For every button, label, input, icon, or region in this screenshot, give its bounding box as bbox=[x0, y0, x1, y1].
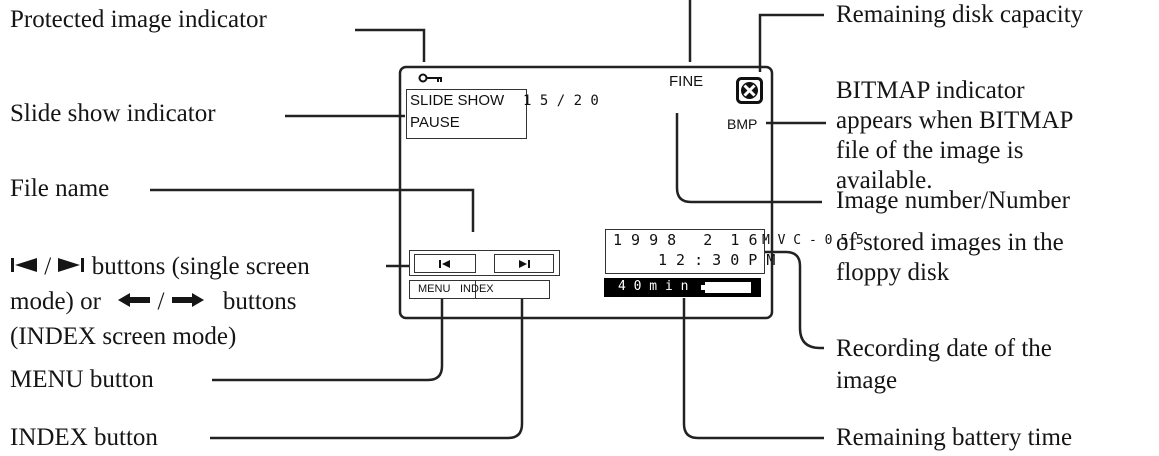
next-button[interactable] bbox=[494, 254, 554, 273]
label-imgnum-2: of stored images in the bbox=[836, 229, 1064, 256]
index-button[interactable] bbox=[475, 280, 550, 299]
recording-time: 1 2 : 3 0 P M bbox=[658, 251, 776, 269]
label-bitmap-4: available. bbox=[836, 167, 933, 194]
label-buttons-line2: mode) or / buttons bbox=[10, 288, 297, 315]
slideshow-indicator bbox=[406, 89, 527, 139]
index-button-label: INDEX bbox=[460, 283, 494, 295]
leader-filename bbox=[150, 188, 475, 232]
label-buttons-text2b: buttons bbox=[222, 288, 297, 315]
battery-indicator: 4 0 m i n bbox=[604, 278, 761, 297]
label-buttons-text1: buttons (single screen bbox=[91, 253, 310, 280]
next-icon bbox=[519, 260, 530, 268]
pause-text: PAUSE bbox=[410, 114, 460, 131]
quality-fine: FINE bbox=[669, 73, 704, 90]
prev-icon bbox=[439, 260, 450, 268]
slideshow-text: SLIDE SHOW bbox=[410, 92, 505, 109]
recording-date: 1 9 9 8 2 1 6 bbox=[613, 231, 758, 249]
leader-protected bbox=[355, 28, 426, 62]
disk-icon bbox=[736, 77, 763, 104]
battery-time: 4 0 m i n bbox=[618, 279, 689, 294]
label-bitmap-2: appears when BITMAP bbox=[836, 107, 1074, 134]
label-index: INDEX button bbox=[10, 424, 158, 451]
leader-index bbox=[210, 298, 524, 440]
label-recdate-1: Recording date of the bbox=[836, 335, 1052, 362]
right-arrow-icon bbox=[171, 293, 204, 308]
leader-menu bbox=[212, 298, 444, 382]
menu-button-label: MENU bbox=[418, 283, 451, 295]
leader-recdate bbox=[764, 250, 824, 350]
label-recdate-2: image bbox=[836, 367, 898, 394]
prev-button[interactable] bbox=[414, 254, 476, 273]
label-imgnum-1: Image number/Number bbox=[836, 187, 1070, 214]
label-protected: Protected image indicator bbox=[10, 6, 267, 33]
label-remaining-disk: Remaining disk capacity bbox=[836, 1, 1084, 28]
image-counter: 1 5 / 2 0 bbox=[523, 93, 599, 109]
battery-icon bbox=[701, 282, 751, 293]
leader-battery bbox=[682, 298, 824, 440]
prev-icon bbox=[11, 258, 37, 273]
label-slideshow: Slide show indicator bbox=[10, 100, 216, 127]
leader-imgnum bbox=[675, 113, 822, 204]
next-icon bbox=[58, 258, 85, 273]
label-battery: Remaining battery time bbox=[836, 424, 1073, 451]
key-icon bbox=[418, 73, 442, 83]
file-name-text: M V C - 0 5 5 bbox=[762, 233, 864, 248]
left-arrow-icon bbox=[118, 293, 151, 308]
label-bitmap-1: BITMAP indicator bbox=[836, 77, 1025, 104]
leader-disk bbox=[758, 13, 824, 72]
label-menu: MENU button bbox=[10, 366, 154, 393]
label-buttons-text2a: mode) or bbox=[10, 288, 101, 315]
bmp-indicator: BMP bbox=[727, 116, 758, 132]
recording-date-box bbox=[605, 229, 765, 274]
label-imgnum-3: floppy disk bbox=[836, 259, 950, 286]
label-buttons-line1: / buttons (single screen bbox=[10, 252, 310, 282]
label-bitmap-3: file of the image is bbox=[836, 137, 1024, 164]
label-filename: File name bbox=[10, 175, 110, 202]
label-buttons-line3: (INDEX screen mode) bbox=[10, 323, 237, 350]
